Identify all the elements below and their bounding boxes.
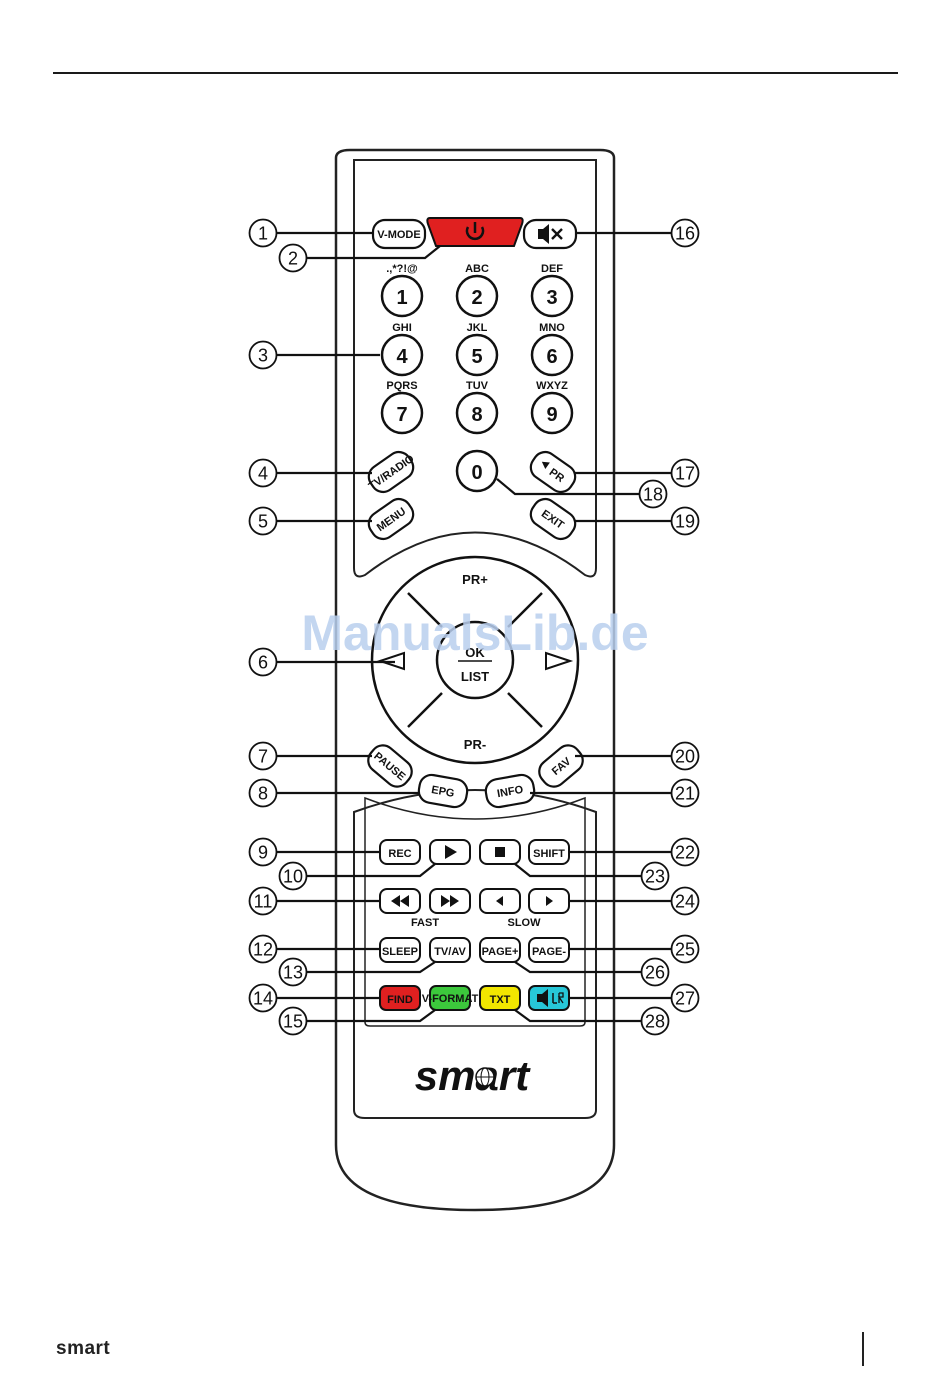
slow-label: SLOW (508, 917, 542, 929)
shift-button[interactable]: SHIFT (529, 840, 569, 864)
fast-forward-button[interactable] (430, 889, 470, 913)
callout-number: 9 (258, 843, 268, 863)
page-down-button[interactable]: PAGE- (529, 938, 569, 962)
tv-av-button[interactable]: TV/AV (430, 938, 470, 962)
rec-button[interactable]: REC (380, 840, 420, 864)
digit-letters-label: ABC (465, 263, 489, 275)
callout-number: 16 (675, 224, 695, 244)
list-label: LIST (461, 669, 489, 684)
digit-letters-label: PQRS (386, 380, 417, 392)
pr-plus-label: PR+ (462, 572, 488, 587)
v-mode-button[interactable]: V-MODE (373, 220, 425, 248)
digit-7-button[interactable]: 7 PQRS (382, 380, 422, 433)
callout-number: 2 (288, 249, 298, 269)
callout-number: 5 (258, 512, 268, 532)
callout-number: 17 (675, 464, 695, 484)
shift-label: SHIFT (533, 848, 565, 860)
mute-button[interactable] (524, 220, 576, 248)
rewind-button[interactable] (380, 889, 420, 913)
fast-label: FAST (411, 917, 439, 929)
ok-label: OK (465, 645, 485, 660)
remote-brand-text: smart (415, 1052, 531, 1099)
callout-number: 21 (675, 784, 695, 804)
digit-letters-label: MNO (539, 322, 565, 334)
sleep-button[interactable]: SLEEP (380, 938, 420, 962)
digit-9-button[interactable]: 9 WXYZ (532, 380, 572, 433)
remote-brand-logo: smart (415, 1052, 531, 1099)
callout-number: 10 (283, 867, 303, 887)
callout-number: 15 (283, 1012, 303, 1032)
digit-0-button[interactable]: 0 (457, 451, 497, 491)
slow-forward-button[interactable] (529, 889, 569, 913)
footer-brand: smart (56, 1338, 110, 1360)
v-format-label: V-FORMAT (422, 993, 479, 1005)
callout-number: 4 (258, 464, 268, 484)
callout-number: 7 (258, 747, 268, 767)
tv-av-label: TV/AV (434, 946, 466, 958)
stop-icon (495, 847, 505, 857)
digit-label: 5 (471, 346, 482, 368)
callout-number: 3 (258, 346, 268, 366)
sleep-label: SLEEP (382, 946, 418, 958)
v-mode-label: V-MODE (377, 229, 420, 241)
callout-number: 12 (253, 940, 273, 960)
digit-label: 6 (546, 346, 557, 368)
digit-letters-label: .,*?!@ (386, 263, 418, 275)
navigation-pad[interactable]: PR+ PR- OK LIST (372, 557, 578, 763)
callout-number: 8 (258, 784, 268, 804)
callout-number: 26 (645, 963, 665, 983)
digit-label: 2 (471, 287, 482, 309)
callout-number: 18 (643, 485, 663, 505)
rec-label: REC (388, 848, 411, 860)
digit-label: 9 (546, 404, 557, 426)
v-format-button[interactable]: V-FORMAT (422, 986, 479, 1010)
footer-divider (862, 1332, 864, 1366)
audio-button[interactable] (529, 986, 569, 1010)
callout-number: 25 (675, 940, 695, 960)
digit-label: 4 (396, 346, 408, 368)
txt-label: TXT (490, 994, 511, 1006)
callout-number: 11 (254, 892, 273, 912)
callout-number: 1 (258, 224, 268, 244)
callout-number: 14 (253, 989, 273, 1009)
page-up-button[interactable]: PAGE+ (480, 938, 520, 962)
power-button[interactable] (427, 218, 522, 246)
callout-number: 23 (645, 867, 665, 887)
find-label: FIND (387, 994, 413, 1006)
callout-number: 28 (645, 1012, 665, 1032)
digit-1-button[interactable]: 1 .,*?!@ (382, 263, 422, 316)
digit-letters-label: TUV (466, 380, 489, 392)
digit-label: 8 (471, 404, 482, 426)
digit-label: 3 (546, 287, 557, 309)
page-up-label: PAGE+ (482, 946, 519, 958)
callout-number: 27 (675, 989, 695, 1009)
stop-button[interactable] (480, 840, 520, 864)
callout-number: 22 (675, 843, 695, 863)
digit-letters-label: WXYZ (536, 380, 568, 392)
slow-back-button[interactable] (480, 889, 520, 913)
callout-number: 13 (283, 963, 303, 983)
callout-number: 24 (675, 892, 695, 912)
digit-letters-label: DEF (541, 263, 563, 275)
digit-letters-label: GHI (392, 322, 412, 334)
digit-letters-label: JKL (467, 322, 488, 334)
callout-number: 20 (675, 747, 695, 767)
txt-button[interactable]: TXT (480, 986, 520, 1010)
digit-label: 0 (471, 462, 482, 484)
play-button[interactable] (430, 840, 470, 864)
find-button[interactable]: FIND (380, 986, 420, 1010)
callout-number: 19 (675, 512, 695, 532)
pr-minus-label: PR- (464, 737, 486, 752)
digit-label: 1 (396, 287, 407, 309)
digit-label: 7 (396, 404, 407, 426)
callout-number: 6 (258, 653, 268, 673)
page-down-label: PAGE- (532, 946, 566, 958)
